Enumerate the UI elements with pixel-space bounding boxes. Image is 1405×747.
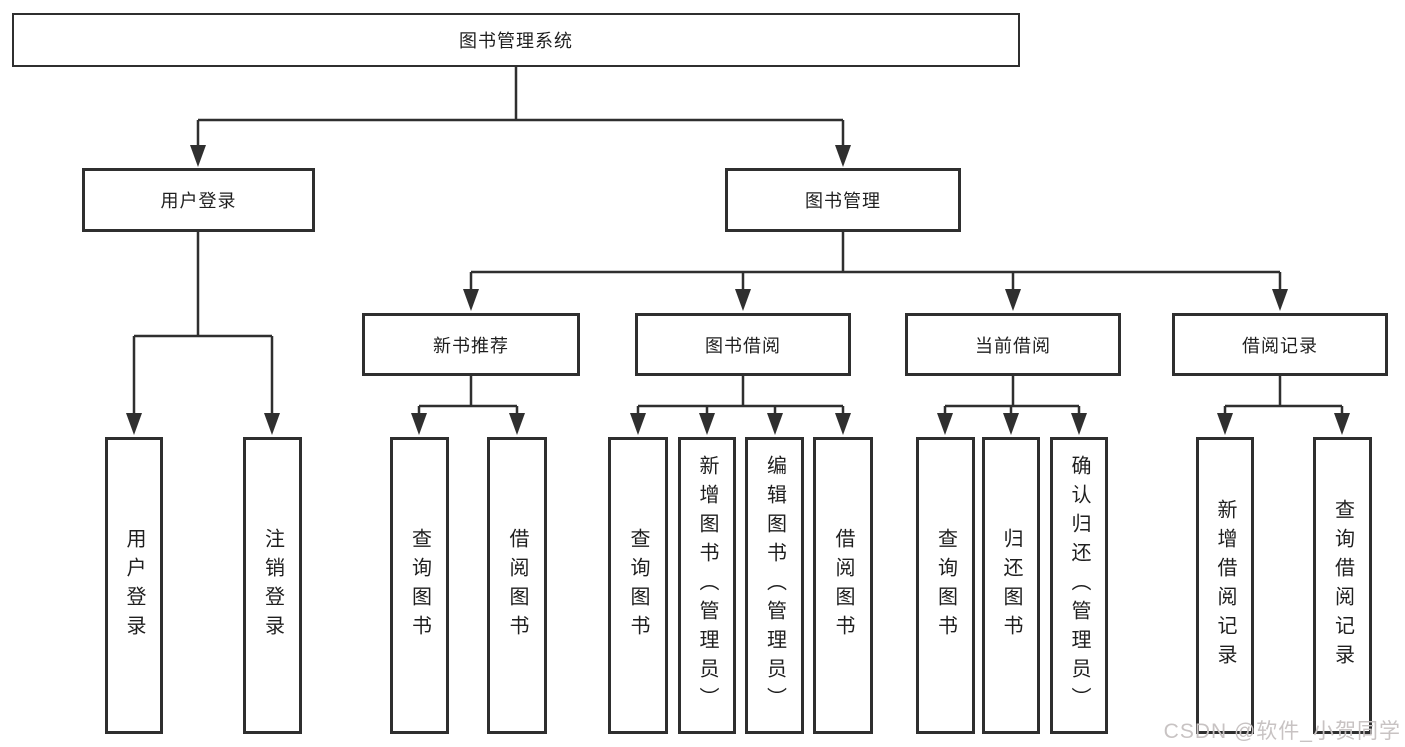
leaf-return-book: 归还图书	[982, 437, 1040, 734]
leaf-return-book-label: 归还图书	[1000, 527, 1022, 644]
node-user-login: 用户登录	[82, 168, 315, 232]
leaf-confirm-return-admin: 确认归还（管理员）	[1050, 437, 1108, 734]
leaf-query-book-1-label: 查询图书	[408, 527, 431, 644]
leaf-logout-label: 注销登录	[261, 527, 284, 644]
leaf-borrow-book-1: 借阅图书	[487, 437, 547, 734]
node-book-borrow-label: 图书借阅	[705, 335, 781, 356]
leaf-add-borrow-record-label: 新增借阅记录	[1214, 498, 1236, 673]
node-current-borrow: 当前借阅	[905, 313, 1121, 376]
leaf-query-borrow-record: 查询借阅记录	[1313, 437, 1372, 734]
node-book-borrow: 图书借阅	[635, 313, 851, 376]
leaf-add-borrow-record: 新增借阅记录	[1196, 437, 1254, 734]
node-book-management: 图书管理	[725, 168, 961, 232]
leaf-query-book-2-label: 查询图书	[627, 527, 649, 644]
node-book-management-label: 图书管理	[805, 191, 881, 211]
node-borrow-records-label: 借阅记录	[1242, 335, 1318, 356]
leaf-query-book-3: 查询图书	[916, 437, 975, 734]
node-root-label: 图书管理系统	[459, 31, 573, 51]
leaf-edit-book-admin-label: 编辑图书（管理员）	[763, 455, 786, 716]
leaf-user-login-label: 用户登录	[123, 527, 145, 644]
node-user-login-label: 用户登录	[160, 191, 237, 211]
leaf-query-book-1: 查询图书	[390, 437, 449, 734]
node-current-borrow-label: 当前借阅	[975, 335, 1051, 356]
leaf-borrow-book-1-label: 借阅图书	[506, 527, 528, 644]
leaf-borrow-book-2: 借阅图书	[813, 437, 873, 734]
leaf-borrow-book-2-label: 借阅图书	[832, 527, 854, 644]
node-borrow-records: 借阅记录	[1172, 313, 1388, 376]
leaf-query-borrow-record-label: 查询借阅记录	[1331, 498, 1354, 673]
csdn-watermark: CSDN @软件_小贺同学	[1163, 720, 1401, 743]
node-root: 图书管理系统	[12, 13, 1020, 67]
node-new-book-recommend-label: 新书推荐	[433, 335, 509, 356]
leaf-logout: 注销登录	[243, 437, 302, 734]
leaf-add-book-admin: 新增图书（管理员）	[678, 437, 736, 734]
leaf-edit-book-admin: 编辑图书（管理员）	[745, 437, 804, 734]
leaf-query-book-2: 查询图书	[608, 437, 668, 734]
leaf-confirm-return-admin-label: 确认归还（管理员）	[1068, 455, 1090, 716]
node-new-book-recommend: 新书推荐	[362, 313, 580, 376]
leaf-query-book-3-label: 查询图书	[934, 527, 957, 644]
leaf-user-login: 用户登录	[105, 437, 163, 734]
leaf-add-book-admin-label: 新增图书（管理员）	[696, 455, 718, 716]
